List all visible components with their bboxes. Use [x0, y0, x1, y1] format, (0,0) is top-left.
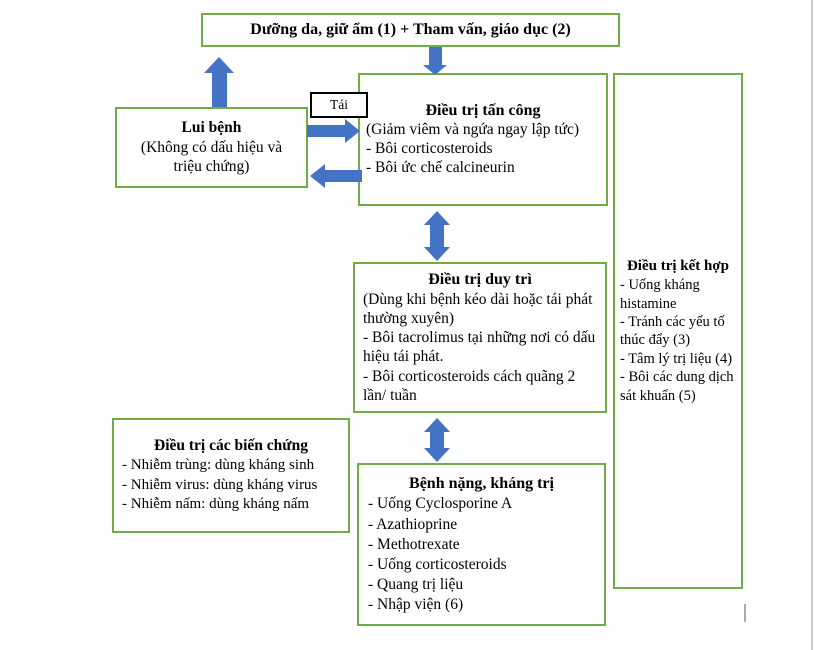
box-maintenance-subtitle: (Dùng khi bệnh kéo dài hoặc tái phát thư…: [363, 290, 593, 327]
box-severe-item: - Uống Cyclosporine A: [368, 495, 513, 513]
box-attack-treatment: Điều trị tấn công (Giảm viêm và ngứa nga…: [358, 73, 608, 206]
arrow-remission-to-top-shaft: [212, 69, 227, 107]
box-attack-item: - Bôi corticosteroids: [366, 139, 493, 157]
arrow-attack-to-remission-shaft: [322, 170, 362, 182]
box-attack-item: - Bôi ức chế calcineurin: [366, 158, 515, 176]
arrow-down-icon: [423, 65, 447, 78]
relapse-label-box: Tái: [310, 92, 368, 118]
arrow-top-to-attack-shaft: [429, 47, 442, 65]
arrow-left-icon: [307, 164, 325, 188]
box-maintenance-title: Điều trị duy trì: [428, 270, 532, 288]
box-combination-item: - Tránh các yếu tố thúc đẩy (3): [620, 313, 725, 349]
box-severe-item: - Quang trị liệu: [368, 576, 464, 594]
double-arrow-maintenance-severe-shaft: [430, 428, 444, 449]
double-arrow-up-icon: [424, 415, 450, 432]
box-complications-treatment: Điều trị các biến chứng - Nhiễm trùng: d…: [112, 418, 350, 533]
box-severe-item: - Methotrexate: [368, 535, 460, 553]
box-severe-refractory: Bệnh nặng, kháng trị - Uống Cyclosporine…: [357, 463, 606, 626]
arrow-up-icon: [204, 54, 234, 73]
text-cursor-mark: [744, 604, 746, 622]
double-arrow-down-icon: [424, 247, 450, 264]
box-complications-title: Điều trị các biến chứng: [154, 437, 308, 455]
box-complications-item: - Nhiễm virus: dùng kháng virus: [122, 476, 318, 493]
box-skincare-education: Dưỡng da, giữ ẩm (1) + Tham vấn, giáo dụ…: [201, 13, 620, 47]
box-skincare-education-title: Dưỡng da, giữ ẩm (1) + Tham vấn, giáo dụ…: [250, 21, 571, 38]
box-combination-item: - Uống kháng histamine: [620, 277, 700, 312]
box-combination-title: Điều trị kết hợp: [626, 258, 730, 275]
box-attack-subtitle: (Giảm viêm và ngứa ngay lập tức): [366, 120, 580, 138]
box-attack-title: Điều trị tấn công: [425, 102, 541, 120]
box-complications-item: - Nhiễm trùng: dùng kháng sinh: [122, 457, 315, 474]
box-maintenance-item: - Bôi tacrolimus tại những nơi có dấu hi…: [363, 329, 596, 366]
double-arrow-up-icon: [424, 208, 450, 225]
relapse-label: Tái: [330, 97, 348, 112]
arrow-right-icon: [345, 119, 363, 143]
box-complications-item: - Nhiễm nấm: dùng kháng nấm: [122, 496, 310, 513]
box-maintenance-item: - Bôi corticosteroids cách quãng 2 lần/ …: [363, 367, 576, 404]
box-remission-body: (Không có dấu hiệu và triệu chứng): [140, 138, 283, 176]
box-combination-item: - Bôi các dung dịch sát khuẩn (5): [620, 369, 734, 404]
double-arrow-down-icon: [424, 448, 450, 465]
box-remission-title: Lui bệnh: [181, 119, 242, 137]
arrow-remission-to-attack-shaft: [307, 125, 345, 137]
box-remission: Lui bệnh (Không có dấu hiệu và triệu chứ…: [115, 107, 308, 188]
box-combination-item: - Tâm lý trị liệu (4): [620, 350, 733, 367]
box-severe-item: - Azathioprine: [368, 515, 458, 533]
page-edge-line: [811, 0, 813, 650]
box-severe-title: Bệnh nặng, kháng trị: [409, 474, 554, 492]
double-arrow-attack-maintenance-shaft: [430, 221, 444, 248]
box-combination-treatment: Điều trị kết hợp - Uống kháng histamine …: [613, 73, 743, 589]
box-maintenance-treatment: Điều trị duy trì (Dùng khi bệnh kéo dài …: [353, 262, 607, 413]
box-severe-item: - Nhập viện (6): [368, 596, 464, 614]
box-severe-item: - Uống corticosteroids: [368, 555, 507, 573]
